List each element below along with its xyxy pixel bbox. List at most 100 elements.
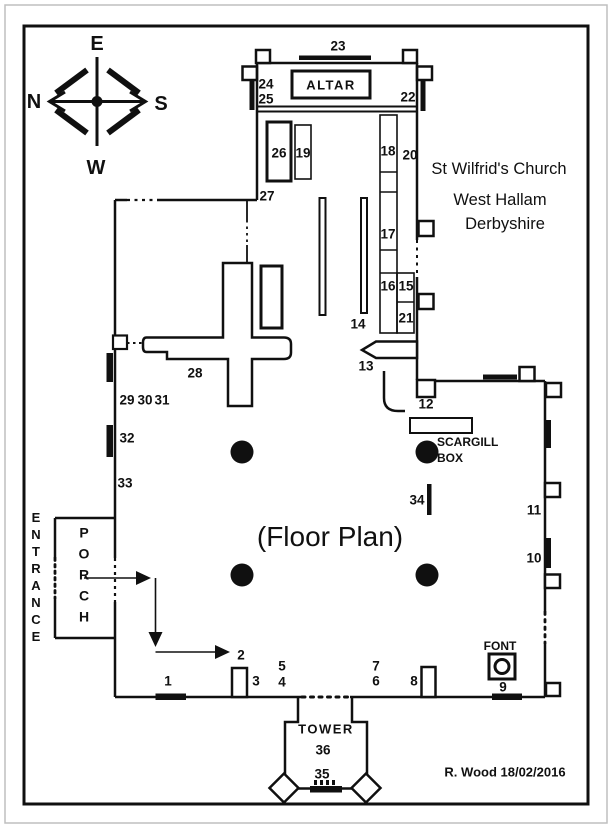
west-wall xyxy=(115,665,545,700)
label-33: 33 xyxy=(117,475,133,491)
pillar xyxy=(415,563,439,587)
arrowhead-right xyxy=(215,645,230,659)
buttress xyxy=(544,381,563,399)
organ-bench xyxy=(259,264,284,330)
door-bar-9 xyxy=(492,693,522,700)
scargill-line-1: SCARGILL xyxy=(437,435,499,449)
south-aisle-east-wall xyxy=(415,365,563,399)
floor-plan-caption: (Floor Plan) xyxy=(256,521,404,552)
window-bar xyxy=(546,420,551,448)
furniture-19 xyxy=(294,124,312,180)
buttress xyxy=(415,65,434,82)
label-17: 17 xyxy=(380,226,396,242)
wall-pier xyxy=(111,334,129,351)
buttress xyxy=(417,219,435,238)
label-19: 19 xyxy=(295,145,311,161)
window-bar xyxy=(106,353,113,382)
title-line-2: West Hallam xyxy=(453,190,547,209)
door-bar-1 xyxy=(155,693,186,700)
tower-buttress-diamond xyxy=(349,771,383,805)
label-15: 15 xyxy=(398,278,414,294)
label-12: 12 xyxy=(418,396,434,412)
buttress xyxy=(543,573,562,590)
bar-34 xyxy=(427,484,432,515)
title-line-1: St Wilfrid's Church xyxy=(431,159,567,178)
west-door-bar-35 xyxy=(310,786,342,793)
buttress xyxy=(417,292,435,311)
compass-w: W xyxy=(86,157,106,179)
pillar xyxy=(230,563,254,587)
label-13: 13 xyxy=(358,358,374,374)
pier-12 xyxy=(415,378,437,399)
label-21: 21 xyxy=(398,310,414,326)
label-29: 29 xyxy=(119,392,135,408)
sanctuary xyxy=(241,48,434,113)
compass-diamond-wings xyxy=(54,67,141,136)
east-window-bar-23 xyxy=(299,55,371,60)
porch-label: PORCH xyxy=(76,524,92,630)
south-wall xyxy=(543,381,562,698)
label-20: 20 xyxy=(402,147,418,163)
chancel xyxy=(246,63,435,380)
label-7: 7 xyxy=(372,658,380,674)
pier-2-3 xyxy=(230,666,249,699)
entrance-label: ENTRANCE xyxy=(28,510,44,646)
compass-n: N xyxy=(26,91,42,113)
porch-outline xyxy=(53,516,115,640)
entrance-route-arrows xyxy=(84,571,230,659)
label-35: 35 xyxy=(314,766,330,782)
window-bar-32 xyxy=(106,425,113,457)
label-34: 34 xyxy=(409,492,425,508)
compass-arrowhead-south xyxy=(129,90,149,113)
label-22: 22 xyxy=(400,89,416,105)
label-27: 27 xyxy=(259,188,275,204)
buttress xyxy=(401,48,419,65)
organ-cross-28 xyxy=(141,261,293,408)
label-36: 36 xyxy=(315,742,331,758)
north-wall xyxy=(106,198,257,697)
choir-seating-column xyxy=(379,114,415,334)
compass-e: E xyxy=(90,33,104,55)
label-3: 3 xyxy=(252,673,260,689)
compass-arrowhead-north xyxy=(46,90,66,113)
tower xyxy=(267,697,383,805)
label-6: 6 xyxy=(372,673,380,689)
scargill-line-2: BOX xyxy=(437,451,464,465)
tower-label: TOWER xyxy=(298,721,354,737)
label-16: 16 xyxy=(380,278,396,294)
window-bar xyxy=(249,79,255,110)
label-14: 14 xyxy=(350,316,366,332)
choir-stall-rail-14 xyxy=(360,197,368,314)
buttress xyxy=(254,48,272,65)
label-32: 32 xyxy=(119,430,135,446)
label-8: 8 xyxy=(410,673,418,689)
tower-buttress-diamond xyxy=(267,771,301,805)
label-28: 28 xyxy=(187,365,203,381)
buttress xyxy=(241,65,259,82)
window-bar xyxy=(483,374,517,380)
label-4: 4 xyxy=(278,674,286,690)
arrowhead-right xyxy=(136,571,151,585)
furniture-26 xyxy=(265,120,293,183)
buttress xyxy=(518,365,536,383)
pier-8 xyxy=(420,665,437,699)
label-23: 23 xyxy=(330,38,346,54)
scargill-box-outline xyxy=(409,417,473,434)
title-line-3: Derbyshire xyxy=(465,214,545,233)
label-30: 30 xyxy=(137,392,153,408)
compass-s: S xyxy=(154,93,168,115)
pillar xyxy=(415,440,439,464)
label-1: 1 xyxy=(164,673,172,689)
label-5: 5 xyxy=(278,658,286,674)
label-24: 24 xyxy=(258,76,274,92)
label-10: 10 xyxy=(526,550,542,566)
credit-line: R. Wood 18/02/2016 xyxy=(444,764,566,780)
pulpit-stairs xyxy=(382,371,405,413)
buttress xyxy=(543,481,562,499)
pulpit-area xyxy=(359,340,419,413)
label-26: 26 xyxy=(271,145,287,161)
window-bar-10 xyxy=(546,538,551,568)
compass-rose xyxy=(46,57,149,146)
pulpit-13 xyxy=(359,340,419,360)
arrowhead-down xyxy=(148,632,163,647)
